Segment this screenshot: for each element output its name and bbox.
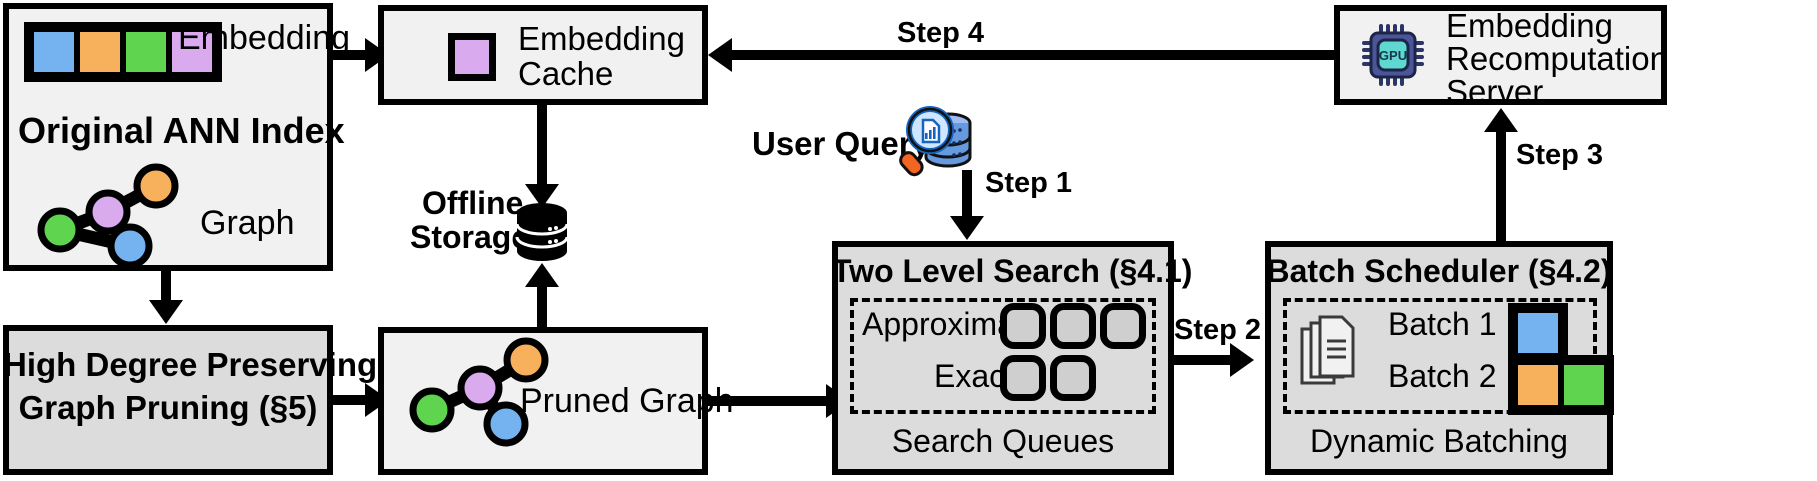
dynamic-batching-footer: Dynamic Batching [1310,423,1568,459]
queue-slot [1050,355,1096,401]
batch-1-chips [1508,303,1568,363]
step2-label: Step 2 [1174,314,1262,346]
arrow-index-to-pruning-shaft [161,271,171,303]
embedding-chip-blue [31,29,77,75]
recomputation-server-line1: Embedding [1446,7,1613,44]
graph-label: Graph [200,204,295,242]
documents-icon [1298,315,1360,393]
queue-slot [1100,303,1146,349]
search-queues-footer: Search Queues [891,423,1115,459]
pruned-graph-illustration [408,337,568,447]
embedding-chip-orange [77,29,123,75]
search-database-icon [898,105,976,177]
arrow-pruned-graph-to-search-shaft [708,396,832,406]
queue-slot [1050,303,1096,349]
gpu-icon-text: GPU [1379,48,1407,63]
embedding-cache-chip [448,33,496,81]
arrow-step1-head [950,216,984,240]
offline-storage-label-line1: Offline [422,185,524,221]
batch-2-chips [1508,355,1614,415]
step4-label: Step 4 [897,17,985,49]
step3-label: Step 3 [1516,139,1604,171]
arrow-cache-to-storage-shaft [537,105,547,187]
batch-1-label: Batch 1 [1388,306,1497,342]
database-icon [514,202,570,261]
arrow-step2-head [1230,343,1254,377]
arrow-pruning-to-pruned-graph-shaft [333,395,371,405]
batch-chip-green [1561,362,1607,408]
arrow-pruned-graph-to-storage-head [525,263,559,287]
embedding-cache-box [378,5,708,105]
graph-pruning-title-line2: Graph Pruning (§5) [18,389,318,426]
embedding-cache-title-line2: Cache [518,55,614,92]
arrow-index-to-cache-shaft [333,50,371,60]
arrow-step4-head [708,38,732,72]
step1-label: Step 1 [985,167,1073,199]
batch-scheduler-title: Batch Scheduler (§4.2) [1266,253,1612,289]
recomputation-server-line2: Recomputation [1446,40,1668,77]
approximate-queue-slots [1000,303,1146,349]
arrow-step3-head [1484,108,1518,132]
arrow-step2-shaft [1174,355,1236,365]
arrow-step4-shaft [730,50,1334,60]
exact-queue-slots [1000,355,1096,401]
embedding-chip-green [123,29,169,75]
graph-pruning-title-line1: High Degree Preserving [3,346,378,383]
embedding-chip-purple [169,29,215,75]
original-ann-index-title: Original ANN Index [18,110,345,151]
offline-storage-label-line2: Storage [410,219,530,255]
arrow-step3-shaft [1496,130,1506,242]
two-level-search-title: Two Level Search (§4.1) [832,253,1193,289]
arrow-step1-shaft [962,170,972,220]
search-queues-dashed-region [850,298,1156,414]
embedding-label: Embedding [178,19,351,57]
batch-2-label: Batch 2 [1388,358,1497,394]
queue-slot [1000,303,1046,349]
two-level-search-box [832,241,1174,475]
embedding-chip-strip [24,22,222,82]
queue-slot [1000,355,1046,401]
batch-chip-orange [1515,362,1561,408]
batch-chip-blue [1515,310,1561,356]
original-graph-illustration [37,163,198,269]
graph-pruning-box [3,325,333,475]
pruned-graph-label: Pruned Graph [520,382,734,420]
arrow-pruned-graph-to-storage-shaft [537,285,547,329]
embedding-cache-title-line1: Embedding [518,20,685,57]
user-query-label: User Query [752,125,930,162]
recomputation-server-line3: Server [1446,73,1544,110]
gpu-icon: GPU [1362,24,1424,86]
arrow-index-to-pruning-head [149,300,183,324]
